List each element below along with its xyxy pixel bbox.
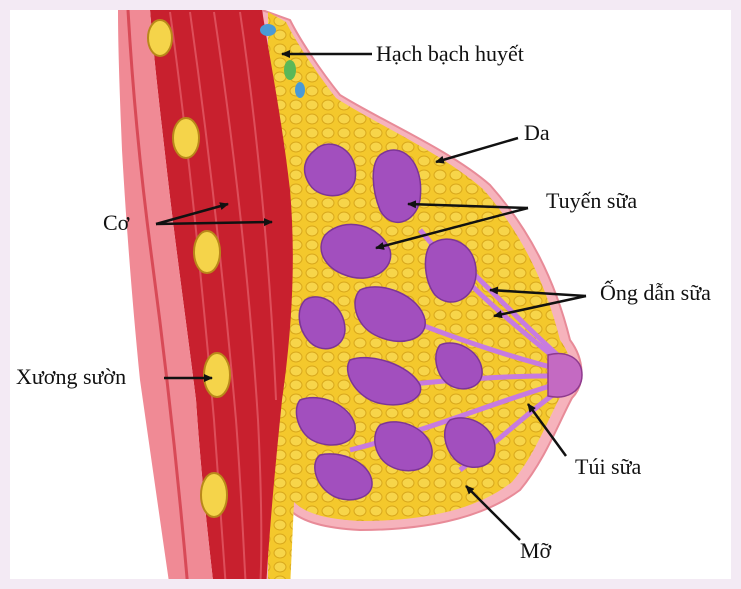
label-lymph-node: Hạch bạch huyết: [376, 43, 524, 65]
rib-4: [204, 353, 230, 397]
label-skin: Da: [524, 122, 550, 144]
label-rib: Xương sườn: [16, 366, 126, 388]
label-muscle: Cơ: [103, 212, 129, 234]
label-milk-duct: Ống dẫn sữa: [600, 282, 711, 304]
label-milk-sac: Túi sữa: [575, 456, 641, 478]
label-mammary-gland: Tuyến sữa: [546, 190, 637, 212]
rib-2: [173, 118, 199, 158]
label-fat: Mỡ: [520, 540, 551, 562]
rib-1: [148, 20, 172, 56]
rib-3: [194, 231, 220, 273]
arrow-skin: [436, 138, 518, 162]
rib-5: [201, 473, 227, 517]
